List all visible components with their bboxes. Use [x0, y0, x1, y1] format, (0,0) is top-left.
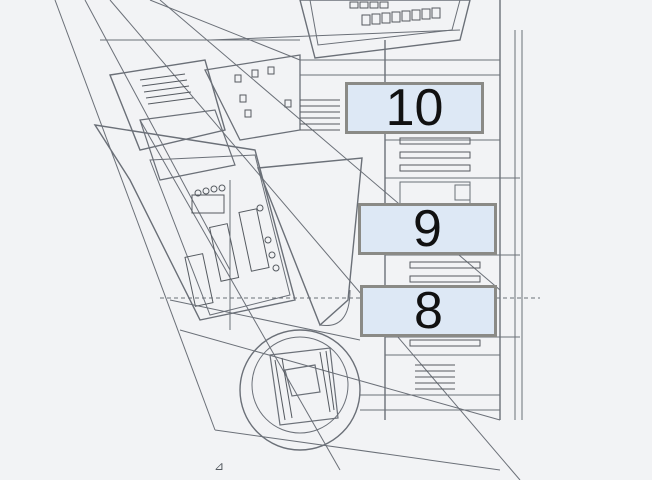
stair-treads — [139, 73, 194, 105]
construction-line — [54, 0, 216, 431]
desk-rows — [399, 137, 481, 347]
lower-stair — [415, 364, 455, 390]
stair-core — [269, 347, 339, 426]
room-label-10[interactable]: 10 — [345, 82, 484, 134]
top-block-inner — [309, 0, 461, 46]
small-room — [454, 184, 471, 201]
room-label-8[interactable]: 8 — [360, 285, 497, 337]
meeting-room-inner — [149, 154, 291, 316]
construction-line — [139, 119, 341, 471]
stair-tower-inner — [251, 336, 349, 434]
toilet-fixtures — [234, 66, 292, 118]
stair-well — [284, 364, 321, 397]
atrium-curve — [319, 289, 351, 327]
north-mark: ⊿ — [214, 459, 224, 473]
wall — [169, 299, 361, 341]
atrium — [257, 157, 363, 327]
corridor-stair — [300, 99, 340, 131]
construction-line — [179, 329, 501, 421]
top-block — [299, 0, 471, 59]
wall — [149, 0, 301, 61]
top-desk-row — [349, 1, 441, 26]
construction-line — [209, 29, 461, 41]
construction-line — [214, 429, 501, 471]
stair-tower — [239, 329, 361, 451]
stair-tower-treads — [274, 350, 335, 421]
meeting-room — [93, 124, 296, 321]
room-label-9[interactable]: 9 — [358, 203, 497, 255]
table-group — [184, 184, 280, 307]
construction-line — [109, 0, 521, 480]
stair-block — [109, 59, 226, 151]
